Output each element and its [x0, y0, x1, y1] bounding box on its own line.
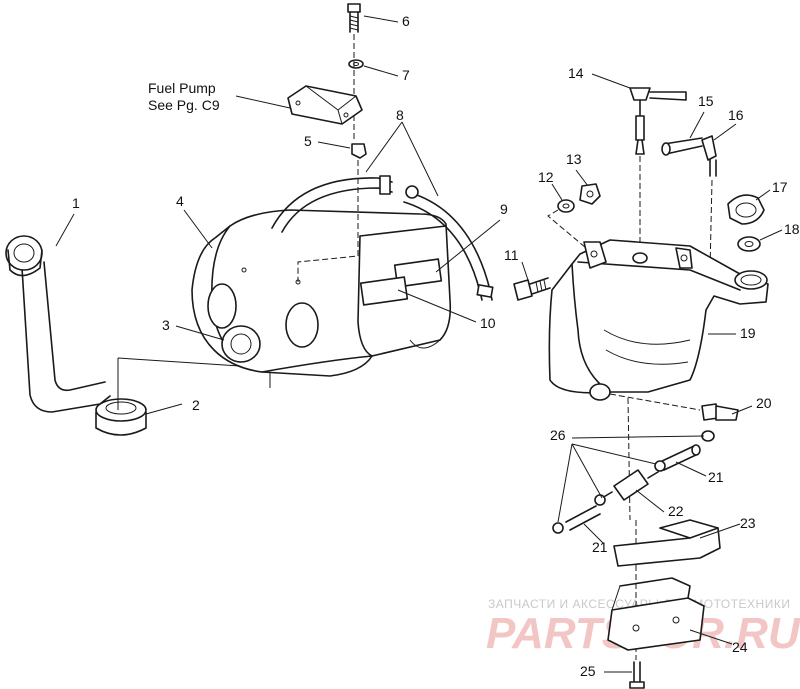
callout-26: 26 [550, 427, 566, 443]
callout-4: 4 [176, 193, 184, 209]
callout-24: 24 [732, 639, 748, 655]
callout-8: 8 [396, 107, 404, 123]
cap-gasket [737, 236, 761, 252]
callout-25: 25 [580, 663, 596, 679]
callout-13: 13 [566, 151, 582, 167]
callout-1: 1 [72, 195, 80, 211]
callout-2: 2 [192, 397, 200, 413]
hose-elbow-fitting [701, 135, 717, 271]
callout-21-lower: 21 [592, 539, 608, 555]
fuel-pump-note-line1: Fuel Pump [148, 80, 216, 96]
callout-16: 16 [728, 107, 744, 123]
tank-warning-decal [359, 276, 409, 306]
callout-14: 14 [568, 65, 584, 81]
vent-hoses [271, 175, 494, 301]
mounting-bracket [607, 577, 705, 651]
oil-tank [548, 239, 769, 411]
callout-23: 23 [740, 515, 756, 531]
tank-tray [613, 519, 721, 567]
fuel-pump-reference [287, 85, 363, 125]
oil-level-sender [629, 87, 687, 252]
tank-mount-nut-washer [547, 183, 601, 259]
tank-label-decal [393, 258, 443, 288]
callout-12: 12 [538, 169, 554, 185]
oil-tank-cap [727, 194, 765, 225]
leader-lines [55, 15, 783, 673]
callout-21-upper: 21 [708, 469, 724, 485]
oil-hose-upper [659, 430, 715, 471]
oil-outlet-fitting [701, 403, 739, 421]
callout-6: 6 [402, 13, 410, 29]
callout-20: 20 [756, 395, 772, 411]
callout-5: 5 [304, 133, 312, 149]
bracket-screw [629, 661, 645, 689]
callout-11: 11 [504, 247, 519, 263]
tank-grommet [221, 325, 261, 363]
callout-18: 18 [784, 221, 800, 237]
callout-numbers: 1 2 3 4 5 6 7 8 9 10 11 12 13 14 15 16 1… [72, 13, 800, 679]
callout-3: 3 [162, 317, 170, 333]
callout-19: 19 [740, 325, 756, 341]
oil-hose-lower [552, 505, 601, 534]
oil-filter [594, 460, 666, 506]
callout-7: 7 [402, 67, 410, 83]
tank-mount-bolt [513, 277, 551, 301]
oil-vent-hose [661, 137, 703, 156]
callout-10: 10 [480, 315, 496, 331]
callout-22: 22 [668, 503, 684, 519]
fuel-pump-note-line2: See Pg. C9 [148, 97, 220, 113]
filler-grommet [95, 398, 147, 436]
callout-17: 17 [772, 179, 788, 195]
callout-9: 9 [500, 201, 508, 217]
oil-feed-centerline [627, 397, 631, 521]
callout-15: 15 [698, 93, 714, 109]
watermark-tagline: ЗАПЧАСТИ И АКСЕССУАРЫ ДЛЯ МОТОТЕХНИКИ [488, 597, 790, 611]
filler-neck-tube [5, 235, 111, 413]
pump-mounting-hardware [297, 3, 367, 282]
